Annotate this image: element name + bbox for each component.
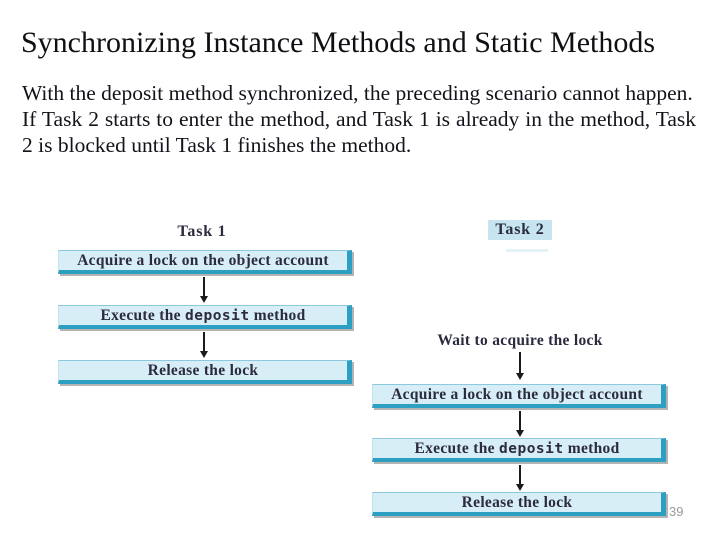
task1-step-acquire-lock: Acquire a lock on the object account [58, 250, 352, 274]
task2-label: Task 2 [372, 220, 668, 240]
code-text: deposit [499, 440, 564, 457]
flow-box-label: Execute the deposit method [414, 439, 620, 457]
page-title: Synchronizing Instance Methods and Stati… [21, 26, 656, 59]
task1-step-execute-deposit: Execute the deposit method [58, 305, 352, 329]
task2-label-highlight: Task 2 [488, 220, 552, 240]
task2-wait-text: Wait to acquire the lock [437, 332, 603, 349]
task2-step-release-lock: Release the lock [372, 492, 666, 516]
task1-step-release-lock: Release the lock [58, 360, 352, 384]
body-text: With the deposit method synchronized, th… [22, 80, 696, 158]
body-paragraph: With the deposit method synchronized, th… [22, 81, 693, 105]
flow-box-label: Acquire a lock on the object account [391, 385, 643, 403]
arrow-down-icon [515, 465, 525, 491]
arrow-down-icon [199, 277, 209, 303]
flow-box-label: Execute the deposit method [100, 306, 306, 324]
body-paragraph: If Task 2 starts to enter the method, an… [22, 107, 696, 157]
arrow-down-icon [515, 352, 525, 380]
task2-step-execute-deposit: Execute the deposit method [372, 438, 666, 462]
task1-label: Task 1 [177, 223, 227, 240]
arrow-down-icon [515, 411, 525, 437]
page-number: 39 [669, 504, 684, 519]
flow-box-label: Release the lock [147, 361, 259, 379]
arrow-down-icon [199, 332, 209, 358]
task2-step-acquire-lock: Acquire a lock on the object account [372, 384, 666, 408]
flow-box-label: Acquire a lock on the object account [77, 251, 329, 269]
code-text: deposit [185, 307, 250, 324]
flow-box-label: Release the lock [461, 493, 573, 511]
task2-faint-underline [506, 249, 548, 252]
